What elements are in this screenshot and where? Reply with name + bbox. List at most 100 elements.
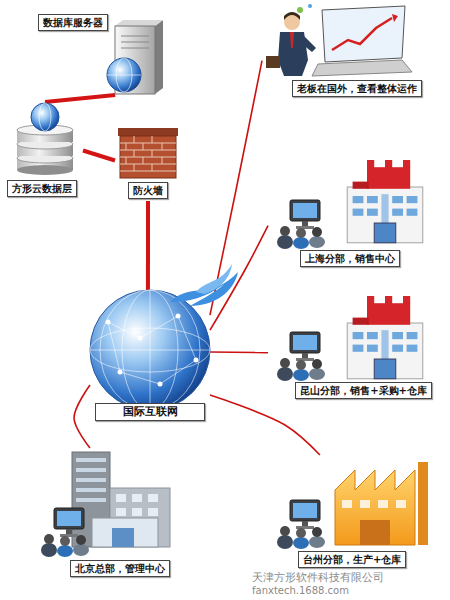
database-server-icon [155,20,163,94]
watermark-text: 天津方形软件科技有限公司 [252,571,384,584]
node-label: 台州分部，生产+仓库 [298,551,406,568]
boss-icon [308,4,312,8]
boss-icon [266,56,280,68]
database-server-icon [121,42,149,43]
firewall-icon [162,143,163,150]
beijing-hq-icon [76,458,106,502]
node-label: 方形云数据层 [7,180,77,197]
network-link [210,226,268,331]
blue-swoosh [196,264,232,294]
beijing-hq-icon [116,494,158,516]
firewall-icon [134,150,135,157]
kunshan-branch-icon [277,296,423,381]
firewall-icon [120,143,176,144]
taizhou-factory-icon [342,500,352,508]
internet-globe [90,290,210,410]
firewall-icon [152,164,153,171]
database-server-icon [115,20,163,26]
firewall-icon [134,136,135,143]
beijing-hq-icon [148,494,158,502]
boss-icon [284,12,300,20]
taizhou-factory-icon [342,500,406,508]
network-link [210,351,268,353]
shanghai-branch-icon [277,160,423,249]
node-label: 昆山分部，销售+采购+仓库 [295,382,432,399]
firewall-icon [120,157,176,158]
beijing-hq-icon [76,458,106,462]
firewall-icon [152,136,153,143]
firewall-icon [118,128,178,178]
node-box: 老板在国外，查看整体运作 [262,2,425,99]
network-link [74,385,90,448]
internet-globe [90,290,210,410]
boss-icon [302,36,316,52]
data-layer-icon [39,103,51,131]
node-box: 方形云数据层 [3,102,83,199]
shanghai-branch-icon [347,160,423,243]
beijing-hq-icon [76,478,106,482]
node-box: 台州分部，生产+仓库 [268,455,440,570]
taizhou-factory-icon [360,500,370,508]
internet-globe [194,358,199,363]
beijing-hq-icon [76,468,106,472]
internet-globe [90,290,210,410]
network-link [83,151,115,161]
internet-globe [118,370,123,375]
data-layer-icon [17,103,73,175]
boss-icon [322,6,405,62]
firewall-icon [152,150,153,157]
firewall-icon [120,136,176,178]
boss-icon [332,18,392,50]
node-label: 防火墙 [128,182,168,199]
firewall-icon [134,164,135,171]
data-layer-icon [17,165,73,175]
internet-globe [150,290,151,410]
boss-icon [312,60,412,76]
beijing-hq-icon [41,508,89,557]
database-server-icon [107,75,141,76]
boss-icon [297,7,303,13]
node-box: 上海分部，销售中心 [268,150,433,269]
beijing-hq-icon [92,518,158,547]
internet-globe [158,382,163,387]
internet-globe [106,320,111,325]
beijing-hq-icon [76,498,106,502]
boss-icon [266,4,412,76]
data-layer-icon [31,103,59,131]
firewall-icon [143,143,144,150]
firewall-icon [143,157,144,164]
node-box: 数据库服务器 [36,10,168,95]
kunshan-branch-icon [347,296,423,379]
node-label: 北京总部，管理中心 [70,560,170,577]
firewall-icon [118,128,178,136]
boss-icon [290,32,294,48]
node-label: 老板在国外，查看整体运作 [292,80,422,97]
beijing-hq-icon [41,452,170,557]
firewall-icon [162,157,163,164]
watermark-text: fanxtech.1688.com [252,585,349,597]
taizhou-factory-icon [396,500,406,508]
internet-globe [176,314,181,319]
network-link [45,95,115,102]
internet-globe [108,316,196,384]
taizhou-factory-icon [277,500,325,549]
database-server-icon [121,48,149,49]
internet-globe [138,336,143,341]
node-label: 上海分部，销售中心 [300,250,400,267]
taizhou-factory-icon [335,470,415,545]
beijing-hq-icon [148,508,158,516]
taizhou-factory-icon [418,462,428,545]
node-box: 北京总部，管理中心 [38,448,178,583]
firewall-icon [120,136,176,171]
node-box: 昆山分部，销售+采购+仓库 [268,298,433,401]
internet-globe [106,314,199,387]
firewall-icon [126,143,127,150]
shanghai-branch-icon [277,200,325,249]
taizhou-factory-icon [277,462,428,549]
beijing-hq-icon [76,488,106,492]
node-label: 国际互联网 [95,403,205,421]
firewall-icon [120,150,176,151]
kunshan-branch-icon [277,332,325,381]
blue-swoosh [170,264,238,306]
